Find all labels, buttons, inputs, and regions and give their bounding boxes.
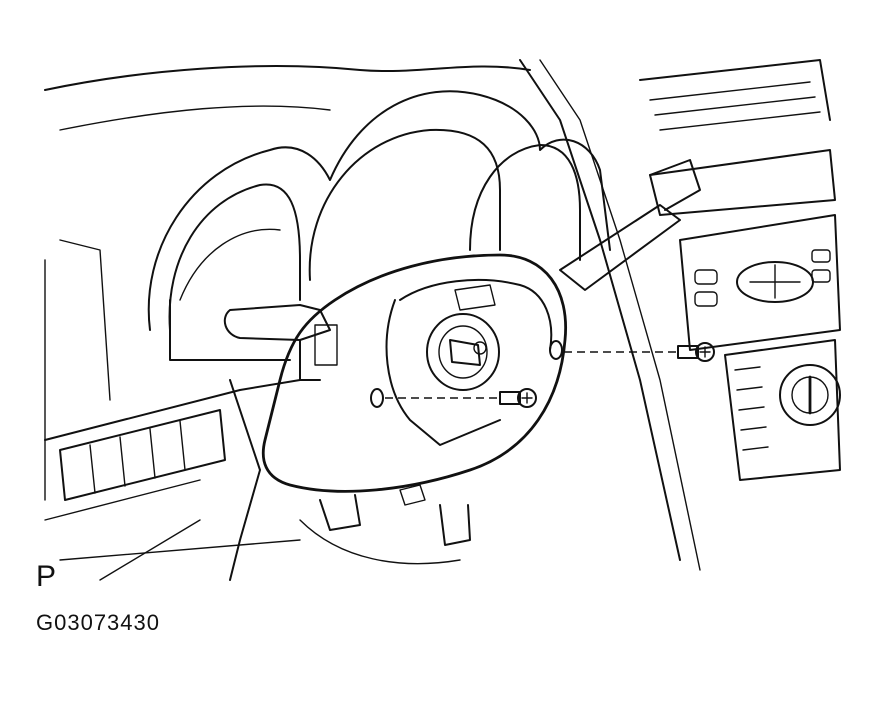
screw-upper-right [677,342,715,362]
lower-column [229,379,471,581]
dashboard-outline [44,59,701,581]
assembly-lines [385,351,680,399]
center-console-audio [639,59,841,481]
combination-switch-lever-left [223,304,338,381]
hvac-control-knob [779,364,841,426]
screw-holes [370,340,563,408]
screw-lower-left [499,388,537,408]
combination-switch-lever-right [559,159,701,291]
figure-id-label: G03073430 [36,610,160,635]
instrument-cluster [147,90,611,331]
steering-column-boss [426,313,500,391]
steering-column-cover [261,253,568,493]
view-marker-label: P [36,560,58,593]
left-switch-panel [59,409,226,501]
